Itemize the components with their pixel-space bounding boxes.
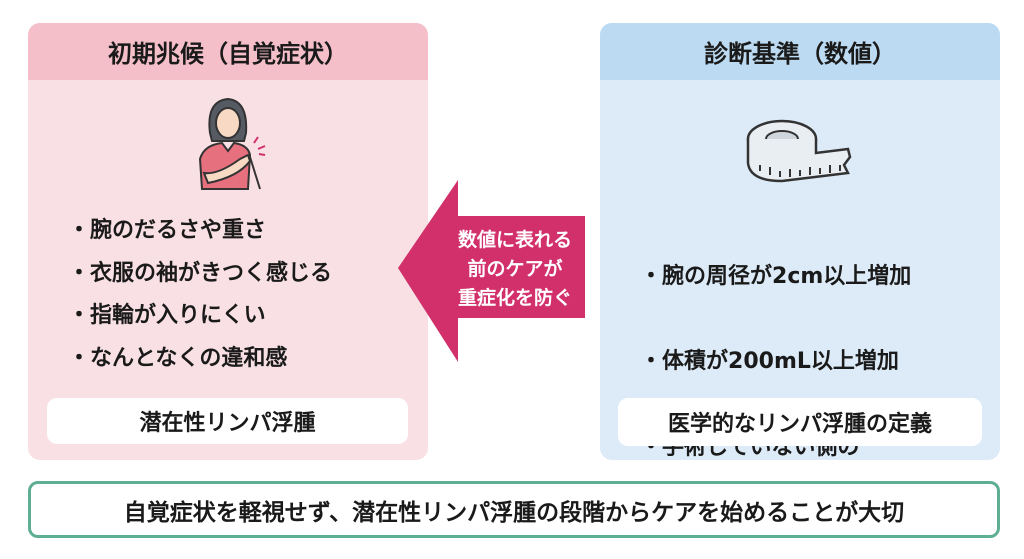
arrow-line: 数値に表れる bbox=[457, 229, 572, 251]
arrow-line: 重症化を防ぐ bbox=[457, 287, 572, 309]
left-arrow-icon bbox=[398, 180, 585, 362]
early-signs-title: 初期兆候（自覚症状） bbox=[28, 23, 428, 80]
list-item: 指輪が入りにくい bbox=[68, 295, 332, 338]
list-item: 腕のだるさや重さ bbox=[68, 210, 332, 253]
diagnostic-criteria-list: 腕の周径が2cm以上増加 体積が200mL以上増加 手術していない側の 腕との比… bbox=[640, 213, 911, 460]
early-signs-card: 初期兆候（自覚症状） 腕のだるさや重さ 衣服の袖がきつく感じる 指輪が入りにくい… bbox=[28, 23, 428, 460]
latent-lymphedema-label: 潜在性リンパ浮腫 bbox=[47, 398, 408, 444]
list-item: 衣服の袖がきつく感じる bbox=[68, 253, 332, 296]
key-message-box: 自覚症状を軽視せず、潜在性リンパ浮腫の段階からケアを始めることが大切 bbox=[28, 481, 1000, 538]
list-item: なんとなくの違和感 bbox=[68, 338, 332, 381]
arrow-line: 前のケアが bbox=[467, 258, 563, 280]
list-item: 腕の周径が2cm以上増加 bbox=[640, 256, 911, 299]
woman-holding-arm-icon bbox=[198, 97, 266, 190]
medical-definition-label: 医学的なリンパ浮腫の定義 bbox=[618, 398, 982, 446]
list-item: 体積が200mL以上増加 bbox=[640, 341, 911, 384]
diagnostic-criteria-card: 診断基準（数値） 腕の周径が2cm以上増加 体積が200mL以上増加 手術してい… bbox=[600, 23, 1000, 460]
arrow-message: 数値に表れる 前のケアが 重症化を防ぐ bbox=[440, 226, 590, 313]
early-signs-list: 腕のだるさや重さ 衣服の袖がきつく感じる 指輪が入りにくい なんとなくの違和感 bbox=[68, 210, 332, 380]
tape-measure-icon bbox=[746, 119, 852, 183]
diagnostic-criteria-title: 診断基準（数値） bbox=[600, 23, 1000, 80]
